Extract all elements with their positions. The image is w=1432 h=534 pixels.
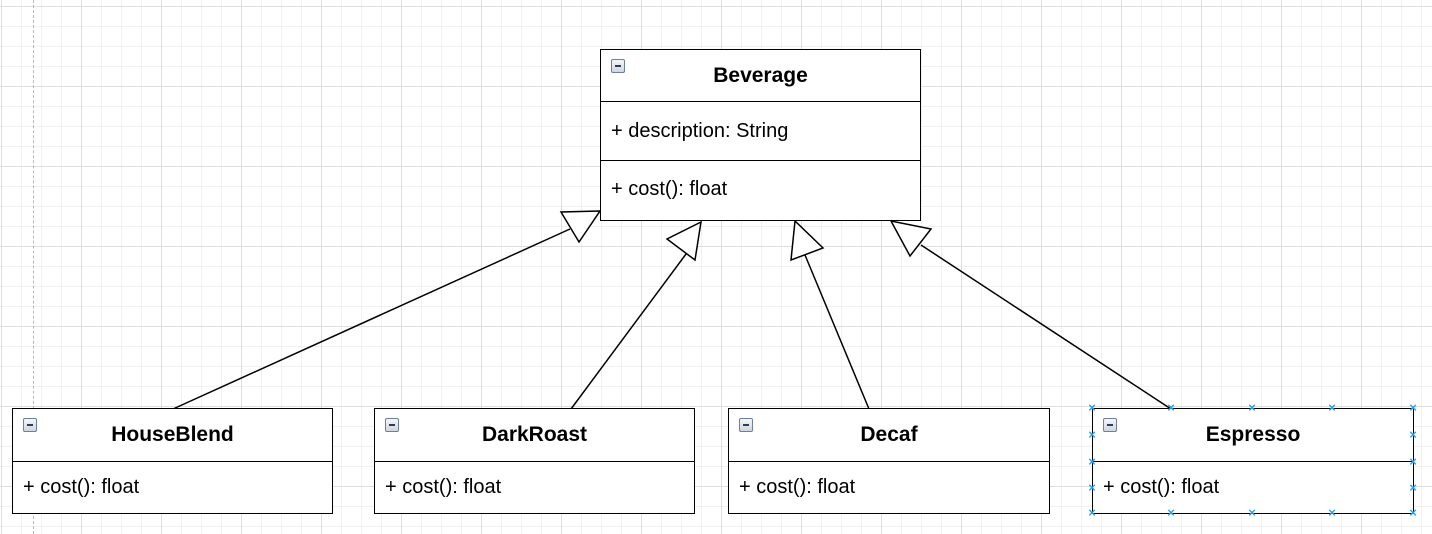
collapse-icon[interactable] (739, 418, 753, 432)
generalization-decaf-to-beverage[interactable] (790, 219, 870, 410)
class-beverage[interactable]: Beverage + description: String + cost():… (600, 49, 921, 221)
x-marker-icon[interactable]: × (1409, 480, 1417, 495)
collapse-icon[interactable] (23, 418, 37, 432)
method-section[interactable]: + cost(): float (13, 462, 332, 512)
x-marker-icon[interactable]: × (1088, 454, 1096, 469)
class-header[interactable]: DarkRoast (375, 409, 694, 462)
x-marker-icon[interactable]: × (1088, 400, 1096, 415)
class-name: Decaf (860, 423, 918, 446)
method-cost: + cost(): float (739, 475, 856, 498)
method-cost: + cost(): float (23, 475, 140, 498)
collapse-icon[interactable] (611, 59, 625, 73)
method-cost: + cost(): float (1103, 475, 1220, 498)
x-marker-icon[interactable]: × (1409, 505, 1417, 520)
method-section[interactable]: + cost(): float (1093, 462, 1413, 512)
page-boundary-line (33, 0, 34, 534)
generalization-darkroast-to-beverage[interactable] (570, 220, 702, 410)
method-cost: + cost(): float (385, 475, 502, 498)
generalization-espresso-to-beverage[interactable] (889, 219, 1172, 410)
x-marker-icon[interactable]: × (1088, 505, 1096, 520)
x-marker-icon[interactable]: × (1248, 400, 1256, 415)
method-cost: + cost(): float (611, 178, 728, 200)
class-name: Beverage (713, 63, 808, 87)
class-espresso[interactable]: Espresso + cost(): float (1092, 408, 1414, 514)
method-section[interactable]: + cost(): float (375, 462, 694, 512)
class-header[interactable]: Beverage (601, 50, 920, 102)
x-marker-icon[interactable]: × (1409, 400, 1417, 415)
class-name: HouseBlend (111, 423, 234, 446)
x-marker-icon[interactable]: × (1167, 400, 1175, 415)
method-section[interactable]: + cost(): float (601, 161, 920, 218)
attribute-description: + description: String (611, 119, 789, 142)
collapse-icon[interactable] (385, 418, 399, 432)
x-marker-icon[interactable]: × (1088, 427, 1096, 442)
class-header[interactable]: Espresso (1093, 409, 1413, 462)
class-darkroast[interactable]: DarkRoast + cost(): float (374, 408, 695, 514)
class-header[interactable]: Decaf (729, 409, 1049, 462)
x-marker-icon[interactable]: × (1088, 480, 1096, 495)
x-marker-icon[interactable]: × (1248, 505, 1256, 520)
class-header[interactable]: HouseBlend (13, 409, 332, 462)
attribute-section[interactable]: + description: String (601, 102, 920, 161)
class-name: DarkRoast (481, 423, 588, 446)
x-marker-icon[interactable]: × (1167, 505, 1175, 520)
class-houseblend[interactable]: HouseBlend + cost(): float (12, 408, 333, 514)
x-marker-icon[interactable]: × (1328, 505, 1336, 520)
x-marker-icon[interactable]: × (1409, 454, 1417, 469)
method-section[interactable]: + cost(): float (729, 462, 1049, 512)
generalization-houseblend-to-beverage[interactable] (172, 210, 602, 410)
class-decaf[interactable]: Decaf + cost(): float (728, 408, 1050, 514)
x-marker-icon[interactable]: × (1328, 400, 1336, 415)
class-name: Espresso (1205, 423, 1301, 446)
x-marker-icon[interactable]: × (1409, 427, 1417, 442)
collapse-icon[interactable] (1103, 418, 1117, 432)
